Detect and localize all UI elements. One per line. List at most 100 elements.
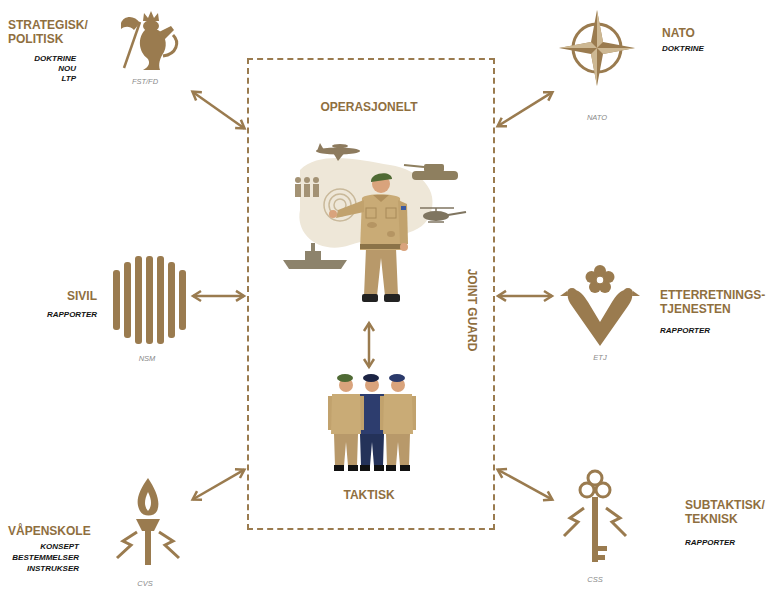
personnel-silhouettes-part xyxy=(295,184,301,197)
intelligence-emblem-part xyxy=(632,291,640,296)
item-text: INSTRUKSER xyxy=(27,564,79,573)
nsm-bars-part xyxy=(168,262,175,338)
nsm-bars xyxy=(113,256,186,344)
tactical-team-figures-part xyxy=(337,374,353,382)
nsm-bars-part xyxy=(113,270,120,330)
key-emblem-part xyxy=(598,555,605,560)
source-node: VÅPENSKOLEKONSEPTBESTEMMELSERINSTRUKSERC… xyxy=(5,468,190,593)
commander-figure-part xyxy=(360,244,402,249)
item-text: RAPPORTER xyxy=(660,326,710,335)
acronym-label: CSS xyxy=(587,576,602,585)
item-text: RAPPORTER xyxy=(685,538,735,547)
intelligence-emblem-part xyxy=(567,288,577,298)
node-heading: NATO xyxy=(662,26,695,40)
tactical-team-figures-part xyxy=(363,374,379,382)
key-emblem-part xyxy=(596,483,610,497)
arrow-head xyxy=(192,92,201,101)
node-heading: TAKTISK xyxy=(343,488,394,502)
torch-emblem-part xyxy=(138,478,159,516)
connector-line xyxy=(498,470,553,500)
connector-line xyxy=(498,92,553,126)
aircraft-part xyxy=(332,151,346,161)
source-node: SIVILRAPPORTERNSM xyxy=(35,252,190,370)
intelligence-emblem-part xyxy=(600,290,632,346)
nato-compass xyxy=(559,10,635,86)
nato-compass-part xyxy=(559,42,597,48)
aircraft-part xyxy=(332,144,348,148)
commander-figure-part xyxy=(336,200,364,218)
node-heading: OPERASJONELT xyxy=(320,100,417,114)
arrow-head xyxy=(236,291,244,301)
connector-arrow xyxy=(364,323,374,367)
node-heading: STRATEGISK/ POLITISK xyxy=(8,18,88,46)
key-emblem xyxy=(564,471,626,562)
torch-emblem-part xyxy=(145,531,151,565)
nsm-bars-part xyxy=(179,270,186,330)
acronym-label: FST/FD xyxy=(132,78,158,87)
tactical-team-figures-part xyxy=(383,394,413,434)
arrow-head xyxy=(498,118,507,126)
lion-emblem-part xyxy=(121,17,140,30)
commander-figure xyxy=(329,173,408,302)
node-heading: VÅPENSKOLE xyxy=(8,524,91,538)
helicopter-part xyxy=(435,208,437,211)
nsm-bars-part xyxy=(146,256,153,344)
nato-compass-part xyxy=(591,48,597,86)
arrow-head xyxy=(193,291,201,301)
key-emblem-part xyxy=(580,483,594,497)
tactical-team-figures-part xyxy=(331,394,361,434)
torch-emblem-part xyxy=(145,492,151,511)
personnel-silhouettes-part xyxy=(304,177,310,183)
node-heading: ETTERRETNINGS- TJENESTEN xyxy=(660,288,765,316)
tank xyxy=(404,164,458,180)
lion-emblem-part xyxy=(163,35,177,56)
personnel-silhouettes-part xyxy=(295,177,301,183)
node-heading: SIVIL xyxy=(67,289,97,303)
ship-part xyxy=(305,251,321,260)
helicopter xyxy=(420,208,466,222)
commander-figure-part xyxy=(398,200,408,244)
helicopter-part xyxy=(448,212,466,215)
connector-arrow xyxy=(498,291,552,301)
item-text: DOKTRINE xyxy=(34,54,76,63)
tank-part xyxy=(424,164,444,172)
tactical-team-figures-part xyxy=(374,465,384,471)
tactical-team-figures-part xyxy=(389,374,405,382)
lion-emblem-part xyxy=(157,26,174,41)
helicopter-part xyxy=(420,207,454,209)
nato-compass-part xyxy=(597,48,635,54)
personnel-silhouettes-part xyxy=(304,184,310,197)
connector-arrow xyxy=(193,469,245,500)
connector-line xyxy=(368,323,371,367)
intelligence-emblem-part xyxy=(568,290,600,346)
tactical-team-figures-part xyxy=(360,465,370,471)
commander-figure-part xyxy=(364,248,398,296)
key-emblem-part xyxy=(564,508,584,536)
nsm-bars-part xyxy=(157,256,164,344)
commander-figure-part xyxy=(371,173,392,182)
intelligence-emblem-part xyxy=(596,276,604,284)
tactical-team-figures-part xyxy=(348,465,358,471)
commander-figure-part xyxy=(367,222,377,228)
torch-emblem xyxy=(117,478,179,565)
acronym-label: NATO xyxy=(587,114,607,123)
arrow-head xyxy=(364,359,374,367)
tactical-team-figures-part xyxy=(360,434,384,466)
tactical-team-figures-part xyxy=(400,465,410,471)
source-node: NATO DOKTRINE NATO xyxy=(555,8,770,126)
commander-figure-part xyxy=(387,231,395,237)
item-text: DOKTRINE xyxy=(662,44,704,53)
tank-part xyxy=(412,171,458,180)
nsm-bars-part xyxy=(124,262,131,338)
ship-part xyxy=(283,260,347,269)
arrow-head xyxy=(193,491,202,500)
nsm-bars-part xyxy=(135,256,142,344)
commander-figure-part xyxy=(362,294,378,302)
intelligence-emblem xyxy=(560,265,640,346)
tank-part xyxy=(404,165,424,167)
commander-figure-part xyxy=(400,243,408,251)
commander-figure-part xyxy=(386,208,396,218)
torch-emblem-part xyxy=(136,519,160,531)
torch-emblem-part xyxy=(117,532,137,558)
